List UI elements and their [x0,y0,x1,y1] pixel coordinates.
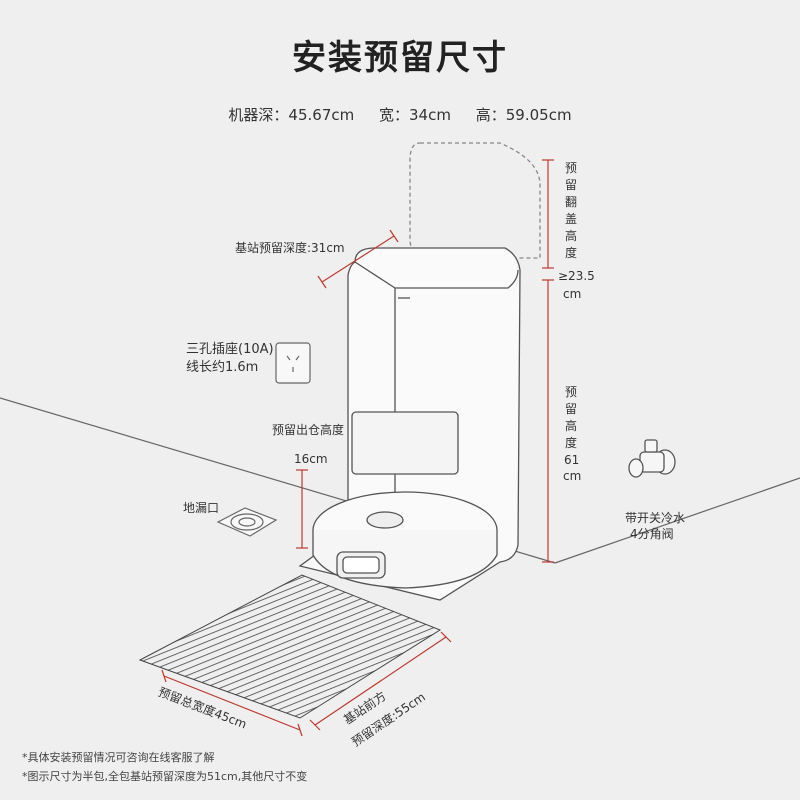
lid-clearance-value: ≥23.5 [558,269,595,283]
machine-width: 宽：34cm [379,106,451,124]
valve-label-line1: 带开关冷水 [625,511,686,525]
footnotes: *具体安装预留情况可咨询在线客服了解 *图示尺寸为半包,全包基站预留深度为51c… [22,748,307,786]
station-depth-label: 基站预留深度:31cm [235,241,345,255]
exit-height-label: 预留出仓高度 [272,423,345,437]
socket-label-line1: 三孔插座(10A) [186,342,274,357]
socket-label-line2: 线长约1.6m [186,360,259,375]
robot-vacuum-icon [312,491,498,589]
valve-label-line2: 4分角阀 [630,527,674,541]
page-title: 安装预留尺寸 [292,38,508,78]
machine-height: 高：59.05cm [475,106,572,124]
dimension-lines [161,159,554,737]
floor-drain-icon [216,507,278,537]
reserved-height-value: 61 [564,453,580,467]
lid-clearance-outline [409,142,541,259]
reserved-height-label: 预留高度 [564,385,577,450]
angle-valve-icon [628,439,676,478]
lid-clearance-label: 预留翻盖高度 [564,161,577,260]
machine-depth: 机器深：45.67cm [228,106,355,124]
reserved-area-hatch [138,574,442,719]
machine-dimensions: 机器深：45.67cm 宽：34cm 高：59.05cm [0,104,800,125]
footnote-1: *具体安装预留情况可咨询在线客服了解 [22,751,215,764]
floor-drain-label: 地漏口 [183,501,220,515]
power-socket-icon [275,342,311,384]
reserved-height-unit: cm [563,469,582,483]
exit-height-value: 16cm [294,452,328,466]
lid-clearance-unit: cm [563,287,582,301]
footnote-2: *图示尺寸为半包,全包基站预留深度为51cm,其他尺寸不变 [22,770,308,783]
